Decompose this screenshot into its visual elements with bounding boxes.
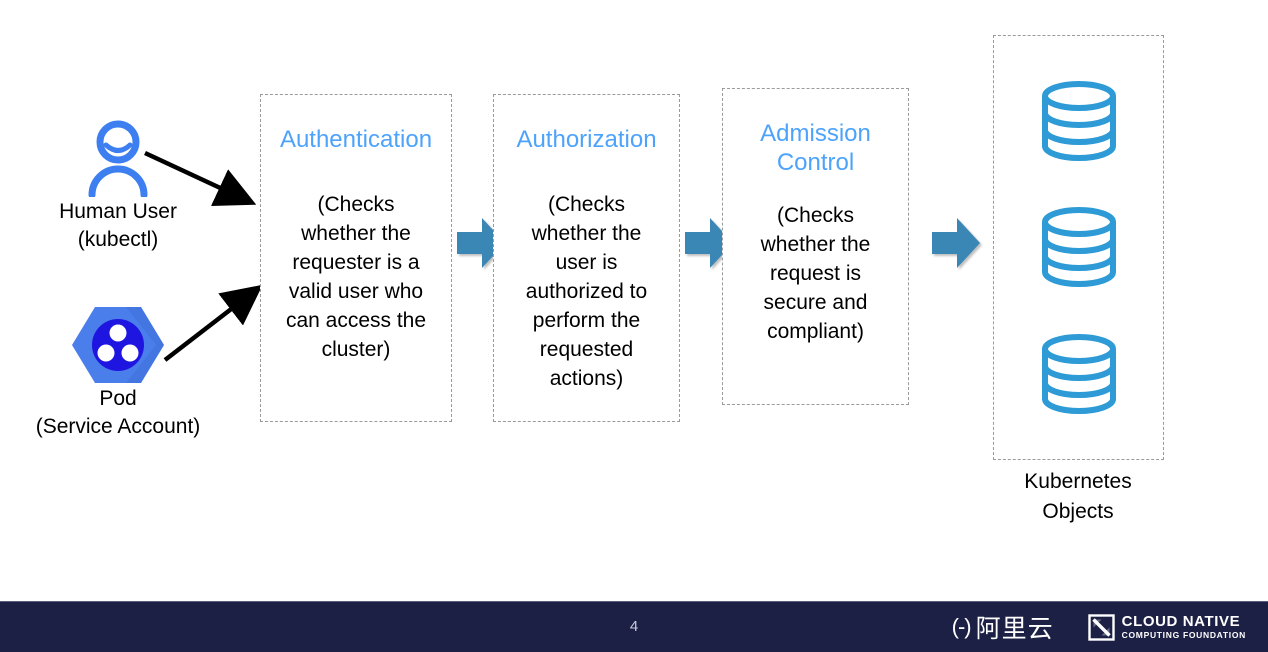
user-outline-icon: [88, 120, 148, 197]
database-cylinder-icon: [1041, 333, 1116, 414]
stage-title-admission-control: Admission Control: [760, 120, 871, 176]
kubernetes-pod-hexagon-icon: [72, 307, 164, 383]
stage-box-authentication: Authentication (Checks whether the reque…: [260, 94, 452, 422]
database-cylinder-icon: [1041, 81, 1116, 162]
stage-box-admission-control: Admission Control (Checks whether the re…: [722, 88, 909, 405]
user-outline-icon-wrap: [18, 118, 218, 198]
stage-box-authorization: Authorization (Checks whether the user i…: [493, 94, 680, 422]
stage-description-authentication: (Checks whether the requester is a valid…: [285, 193, 427, 361]
page-number: 4: [629, 618, 639, 635]
stage-description-authorization: (Checks whether the user is authorized t…: [525, 193, 648, 390]
stage-description-admission-control: (Checks whether the request is secure an…: [760, 204, 871, 343]
cncf-mark-icon: [1087, 613, 1115, 641]
alibaba-cloud-logo: (-) 阿里云: [952, 609, 1054, 645]
block-arrow-right-icon-2: [685, 218, 733, 268]
actor-pod: Pod (Service Account): [18, 305, 218, 441]
slide-footer: 4 (-) 阿里云 CLOUD NATIVE COMPUTING FOUNDAT…: [0, 601, 1268, 652]
actor-human-user: Human User (kubectl): [18, 118, 218, 254]
stage-title-authorization: Authorization: [516, 126, 657, 153]
database-cylinder-icon: [1041, 207, 1116, 288]
alibaba-cloud-mark-icon: (-): [951, 614, 972, 639]
cncf-line-1: CLOUD NATIVE: [1121, 613, 1241, 631]
stage-title-authentication: Authentication: [279, 126, 433, 153]
cncf-line-2: COMPUTING FOUNDATION: [1121, 630, 1246, 641]
objects-panel: [993, 35, 1164, 460]
pointer-arrow-pod-to-authentication: [163, 284, 263, 362]
cncf-wordmark: CLOUD NATIVE COMPUTING FOUNDATION: [1122, 614, 1246, 640]
cncf-logo: CLOUD NATIVE COMPUTING FOUNDATION: [1087, 613, 1246, 641]
actor-pod-label: Pod (Service Account): [35, 387, 201, 438]
alibaba-cloud-wordmark: 阿里云: [975, 614, 1054, 643]
block-arrow-right-icon-3: [932, 218, 980, 268]
objects-panel-label: Kubernetes Objects: [1024, 470, 1132, 523]
actor-human-user-label: Human User (kubectl): [59, 200, 177, 251]
footer-brand-area: (-) 阿里云 CLOUD NATIVE COMPUTING FOUNDATIO…: [952, 602, 1246, 652]
kubernetes-pod-hexagon-icon-wrap: [18, 305, 218, 385]
pointer-arrow-user-to-authentication: [144, 150, 257, 206]
